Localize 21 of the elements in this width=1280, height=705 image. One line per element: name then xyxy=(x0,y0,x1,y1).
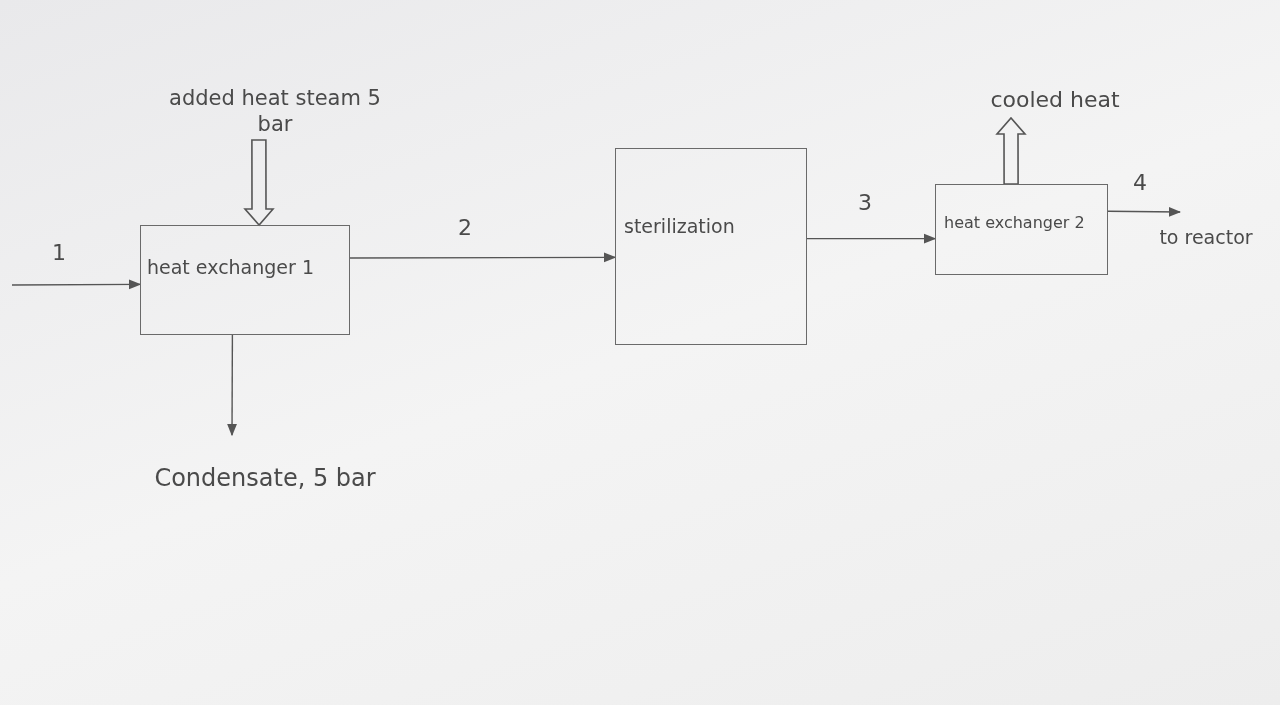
stream-number: 1 xyxy=(52,240,66,265)
process-box xyxy=(140,225,350,335)
destination-label: to reactor xyxy=(1158,226,1254,250)
block-arrow xyxy=(243,139,275,227)
process-box xyxy=(935,184,1108,275)
stream-label: added heat steam 5 bar xyxy=(168,84,382,138)
arrow xyxy=(227,334,238,437)
stream-number: 4 xyxy=(1133,170,1147,195)
block-arrow xyxy=(995,116,1027,185)
box-label: sterilization xyxy=(624,215,735,239)
arrow xyxy=(806,233,937,244)
stream-number: 2 xyxy=(458,215,472,240)
stream-number: 3 xyxy=(858,190,872,215)
process-box xyxy=(615,148,807,345)
box-label: heat exchanger 2 xyxy=(944,213,1085,233)
stream-label: Condensate, 5 bar xyxy=(153,462,377,493)
stream-label: cooled heat xyxy=(989,86,1121,114)
arrow xyxy=(11,279,142,290)
box-label: heat exchanger 1 xyxy=(147,256,314,280)
arrow xyxy=(349,252,617,263)
arrow xyxy=(1107,206,1182,217)
